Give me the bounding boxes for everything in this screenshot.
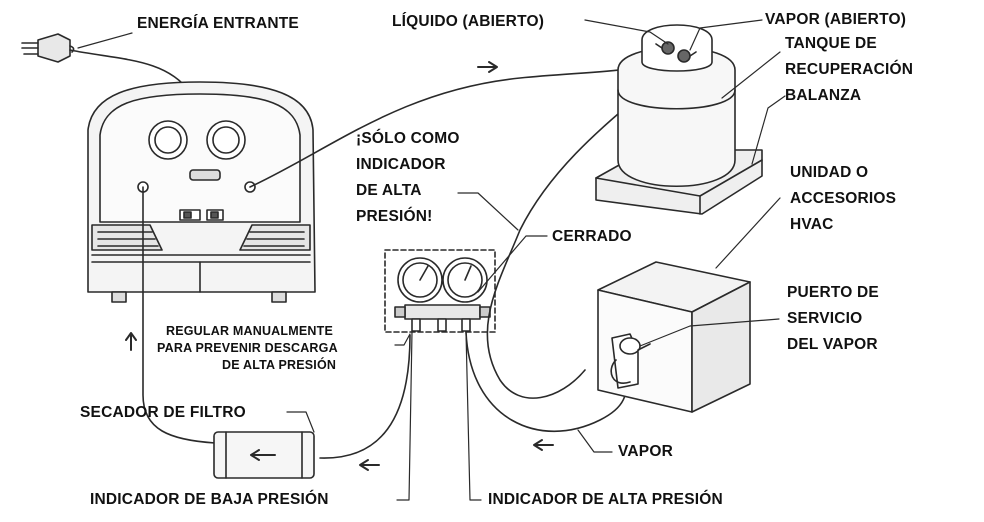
label-regular-1: REGULAR MANUALMENTE — [166, 324, 333, 338]
label-secador: SECADOR DE FILTRO — [80, 404, 246, 421]
hose-inlet — [142, 186, 231, 445]
hose-tank-vapor — [486, 59, 681, 399]
filter-drier — [213, 431, 315, 479]
gauge-manifold — [384, 249, 496, 333]
label-unidad-1: UNIDAD O — [790, 164, 869, 181]
label-cerrado: CERRADO — [552, 228, 632, 245]
recovery-tank — [595, 24, 763, 215]
label-liquido: LÍQUIDO (ABIERTO) — [392, 13, 545, 30]
label-regular-3: DE ALTA PRESIÓN — [222, 358, 337, 372]
label-solo-4: PRESIÓN! — [356, 208, 433, 225]
recovery-machine — [87, 81, 316, 303]
label-solo-3: DE ALTA — [356, 182, 422, 199]
label-vapor: VAPOR — [618, 443, 673, 460]
label-puerto-1: PUERTO DE — [787, 284, 879, 301]
power-plug-icon — [21, 33, 75, 63]
label-tanque-1: TANQUE DE — [785, 35, 877, 52]
label-indicador-baja: INDICADOR DE BAJA PRESIÓN — [90, 491, 329, 508]
label-solo-1: ¡SÓLO COMO — [356, 130, 460, 147]
label-unidad-2: ACCESORIOS — [790, 190, 897, 207]
label-unidad-3: HVAC — [790, 216, 834, 233]
label-energia: ENERGÍA ENTRANTE — [137, 15, 299, 32]
label-puerto-3: DEL VAPOR — [787, 336, 878, 353]
label-puerto-2: SERVICIO — [787, 310, 863, 327]
label-vapor-abierto: VAPOR (ABIERTO) — [765, 11, 907, 28]
label-tanque-2: RECUPERACIÓN — [785, 61, 914, 78]
label-balanza: BALANZA — [785, 87, 862, 104]
label-solo-2: INDICADOR — [356, 156, 446, 173]
label-regular-2: PARA PREVENIR DESCARGA — [157, 341, 338, 355]
hvac-unit — [597, 261, 751, 413]
label-indicador-alta: INDICADOR DE ALTA PRESIÓN — [488, 491, 723, 508]
hose-low-side — [319, 334, 411, 459]
